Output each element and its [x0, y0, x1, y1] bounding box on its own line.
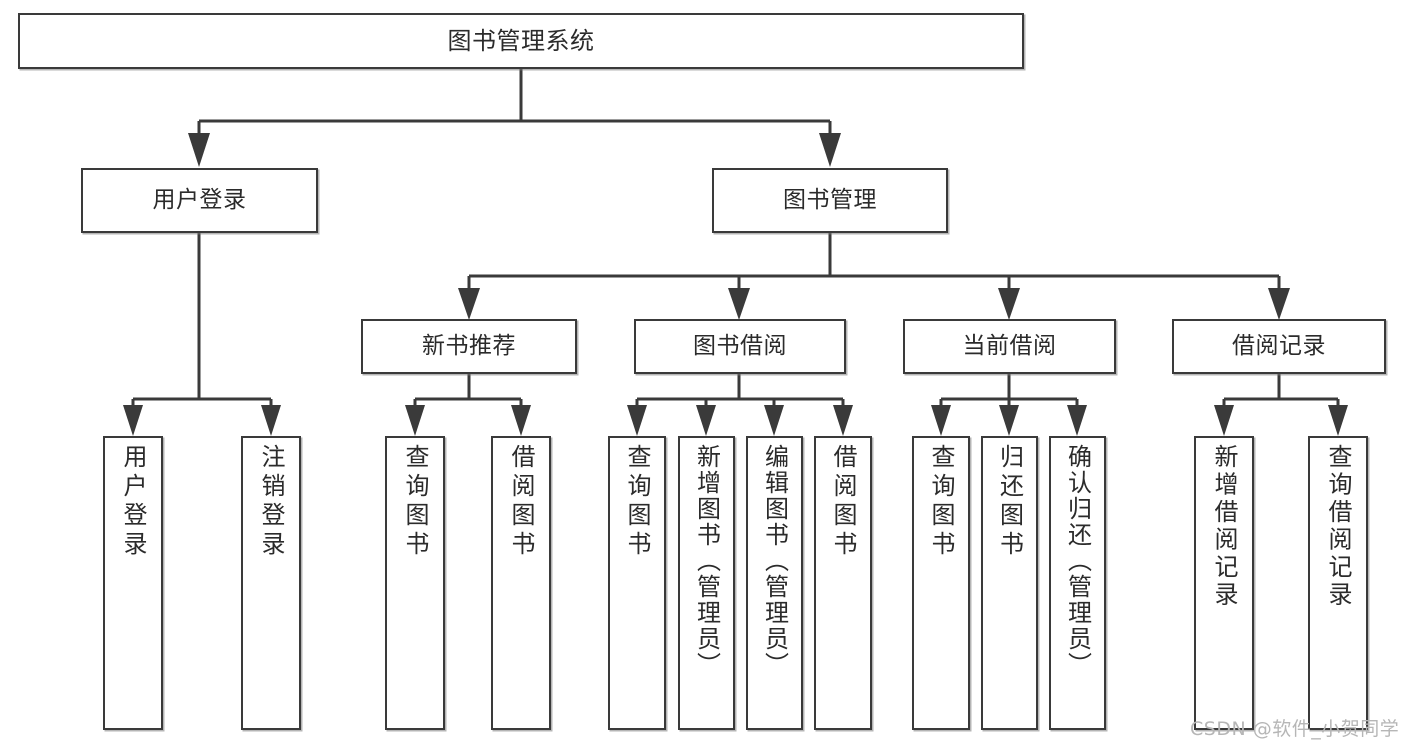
- leaf-current-query-book[interactable]: 查询图书: [912, 436, 970, 730]
- leaf-current-query-book-label: 查询图书: [927, 444, 955, 560]
- leaf-borrow-borrow-book[interactable]: 借阅图书: [814, 436, 872, 730]
- leaf-record-query[interactable]: 查询借阅记录: [1308, 436, 1368, 730]
- node-new-book-recommend-label: 新书推荐: [422, 332, 516, 359]
- leaf-current-confirm-return[interactable]: 确认归还（管理员）: [1049, 436, 1106, 730]
- node-current-borrow-label: 当前借阅: [962, 332, 1057, 359]
- leaf-record-add-label: 新增借阅记录: [1210, 444, 1238, 609]
- node-user-login[interactable]: 用户登录: [81, 168, 318, 233]
- leaf-borrow-add-book-label: 新增图书（管理员）: [692, 444, 721, 678]
- leaf-borrow-add-book[interactable]: 新增图书（管理员）: [678, 436, 735, 730]
- leaf-current-confirm-return-label: 确认归还（管理员）: [1063, 444, 1092, 678]
- node-book-borrow[interactable]: 图书借阅: [634, 319, 846, 374]
- node-root-system-label: 图书管理系统: [447, 26, 595, 55]
- node-book-management[interactable]: 图书管理: [712, 168, 948, 233]
- node-book-management-label: 图书管理: [783, 186, 877, 213]
- leaf-borrow-edit-book[interactable]: 编辑图书（管理员）: [746, 436, 803, 730]
- node-user-login-label: 用户登录: [152, 186, 247, 213]
- leaf-borrow-edit-book-label: 编辑图书（管理员）: [760, 444, 789, 678]
- leaf-new-book-query[interactable]: 查询图书: [385, 436, 445, 730]
- node-borrow-record[interactable]: 借阅记录: [1172, 319, 1386, 374]
- node-current-borrow[interactable]: 当前借阅: [903, 319, 1116, 374]
- leaf-user-login-logout[interactable]: 注销登录: [241, 436, 301, 730]
- leaf-user-login-login[interactable]: 用户登录: [103, 436, 163, 730]
- leaf-new-book-query-label: 查询图书: [401, 444, 429, 560]
- node-borrow-record-label: 借阅记录: [1232, 332, 1326, 359]
- leaf-new-book-borrow[interactable]: 借阅图书: [491, 436, 551, 730]
- leaf-user-login-login-label: 用户登录: [119, 444, 147, 560]
- leaf-borrow-query-book-label: 查询图书: [623, 444, 651, 560]
- leaf-borrow-query-book[interactable]: 查询图书: [608, 436, 666, 730]
- node-new-book-recommend[interactable]: 新书推荐: [361, 319, 577, 374]
- leaf-record-add[interactable]: 新增借阅记录: [1194, 436, 1254, 730]
- node-root-system[interactable]: 图书管理系统: [18, 13, 1024, 69]
- leaf-user-login-logout-label: 注销登录: [257, 444, 285, 560]
- leaf-new-book-borrow-label: 借阅图书: [507, 444, 535, 560]
- leaf-current-return-book-label: 归还图书: [995, 444, 1024, 560]
- leaf-borrow-borrow-book-label: 借阅图书: [829, 444, 857, 560]
- leaf-record-query-label: 查询借阅记录: [1324, 444, 1352, 609]
- arrowheads: [123, 133, 1348, 436]
- node-book-borrow-label: 图书借阅: [693, 332, 787, 359]
- leaf-current-return-book[interactable]: 归还图书: [981, 436, 1038, 730]
